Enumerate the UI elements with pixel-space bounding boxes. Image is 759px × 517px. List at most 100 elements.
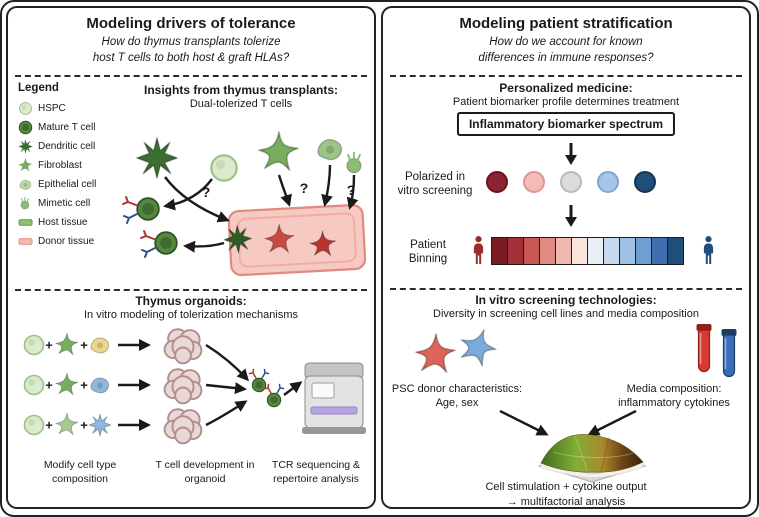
personalized-subheading: Patient biomarker profile determines tre… <box>452 96 680 108</box>
dendritic-cell-icon <box>136 137 178 179</box>
donor-tissue-icon <box>18 234 33 249</box>
legend-item: Mature T cell <box>18 118 112 137</box>
legend-item: HSPC <box>18 99 112 118</box>
question-mark: ? <box>300 180 309 196</box>
question-line: How do we account for known <box>489 36 643 48</box>
bin-cell <box>491 237 508 265</box>
spectrum-circle <box>486 171 508 193</box>
polarized-label: Polarized in vitro screening <box>397 171 473 198</box>
output-line-1: Cell stimulation + cytokine output <box>485 481 647 493</box>
donor-tissue-graphic <box>222 204 367 277</box>
bin-cell <box>523 237 540 265</box>
spectrum-circle <box>634 171 656 193</box>
left-panel-question: How do thymus transplants tolerize host … <box>8 35 374 66</box>
organoid-row: + + <box>23 368 203 405</box>
epithelial-cell-icon <box>90 337 110 354</box>
surface-plot <box>537 434 647 483</box>
question-line: host T cells to both host & graft HLAs? <box>92 51 290 64</box>
transplant-arrow <box>321 164 333 207</box>
biomarker-spectrum-box: Inflammatory biomarker spectrum <box>456 112 676 136</box>
screening-subheading: Diversity in screening cell lines and me… <box>433 308 699 320</box>
organoid-icon <box>163 328 203 365</box>
step-label: TCR sequencing & repertoire analysis <box>271 459 361 485</box>
legend-item-label: Fibroblast <box>38 160 82 171</box>
plus-sign: + <box>45 378 53 393</box>
left-panel-title: Modeling drivers of tolerance <box>86 15 296 32</box>
red-tube-icon <box>696 324 712 373</box>
to-sequencer-arrow <box>283 381 303 396</box>
converge-arrow <box>587 409 637 436</box>
hspc-icon <box>18 101 33 116</box>
legend-item-label: Mimetic cell <box>38 198 91 209</box>
media-label: Media composition: inflammatory cytokine… <box>618 383 730 410</box>
media-tubes-illustration <box>696 324 737 378</box>
divider <box>390 75 742 77</box>
plus-sign: + <box>80 338 88 353</box>
legend-item: Donor tissue <box>18 232 112 251</box>
divider <box>15 289 367 291</box>
bin-cell <box>651 237 668 265</box>
legend-item: Fibroblast <box>18 156 112 175</box>
plus-sign: + <box>80 378 88 393</box>
epithelial-cell-icon <box>18 177 33 192</box>
screening-heading: In vitro screening technologies: <box>475 293 657 307</box>
spectrum-circle <box>523 171 545 193</box>
converge-arrow <box>205 343 250 382</box>
red-cell-icon <box>415 333 456 374</box>
right-panel: Modeling patient stratification How do w… <box>381 6 751 509</box>
sequencer-icon <box>302 362 366 434</box>
question-line: differences in immune responses? <box>478 51 654 64</box>
blue-cell-icon <box>454 326 502 370</box>
dendritic-cell-icon <box>18 139 33 154</box>
screening-cells-illustration <box>415 326 502 374</box>
bin-cell <box>635 237 652 265</box>
right-panel-title: Modeling patient stratification <box>459 15 673 32</box>
psc-label: PSC donor characteristics: Age, sex <box>391 383 523 410</box>
organoid-row: + + <box>23 408 203 445</box>
spectrum-circle <box>597 171 619 193</box>
legend-item: Dendritic cell <box>18 137 112 156</box>
red-person-icon <box>470 235 487 266</box>
left-panel: Modeling drivers of tolerance How do thy… <box>6 6 376 509</box>
mature-t-cell-icon <box>18 120 33 135</box>
organoid-pipeline-illustration: + + + + + + <box>23 328 366 445</box>
mimetic-cell-icon <box>345 151 362 174</box>
converge-arrow <box>205 382 247 395</box>
transplant-arrow <box>346 174 359 210</box>
fibroblast-icon <box>18 158 33 173</box>
hspc-icon <box>23 334 45 356</box>
organoid-row: + + <box>23 328 203 365</box>
fibroblast-icon <box>258 131 299 172</box>
binning-bar <box>491 237 684 265</box>
hspc-icon <box>23 414 45 436</box>
legend-item-label: HSPC <box>38 103 66 114</box>
dendritic-cell-icon <box>88 413 112 437</box>
bin-cell <box>571 237 588 265</box>
insights-heading: Insights from thymus transplants: <box>143 83 339 97</box>
right-panel-question: How do we account for known differences … <box>383 35 749 66</box>
epithelial-cell-icon <box>90 377 110 394</box>
down-arrow-icon <box>565 143 577 165</box>
t-cell-icon <box>263 383 285 408</box>
fibroblast-icon <box>55 412 79 436</box>
binning-label: Patient Binning <box>408 239 448 266</box>
legend-item-label: Donor tissue <box>38 236 95 247</box>
legend-item: Host tissue <box>18 213 112 232</box>
plus-sign: + <box>80 418 88 433</box>
legend-title: Legend <box>18 82 59 94</box>
thymus-transplant-illustration: ? ? ? <box>122 131 367 277</box>
mimetic-cell-icon <box>18 196 33 211</box>
t-cell-icon <box>248 368 270 393</box>
down-arrow-icon <box>565 205 577 227</box>
blue-tube-icon <box>721 329 737 378</box>
fibroblast-icon <box>55 372 79 396</box>
bin-cell <box>667 237 684 265</box>
organoids-heading: Thymus organoids: <box>135 294 247 308</box>
bin-cell <box>539 237 556 265</box>
output-line-2: → multifactorial analysis <box>506 496 626 508</box>
step-label: T cell development in organoid <box>155 459 255 485</box>
legend-item: Mimetic cell <box>18 194 112 213</box>
host-tissue-icon <box>18 215 33 230</box>
